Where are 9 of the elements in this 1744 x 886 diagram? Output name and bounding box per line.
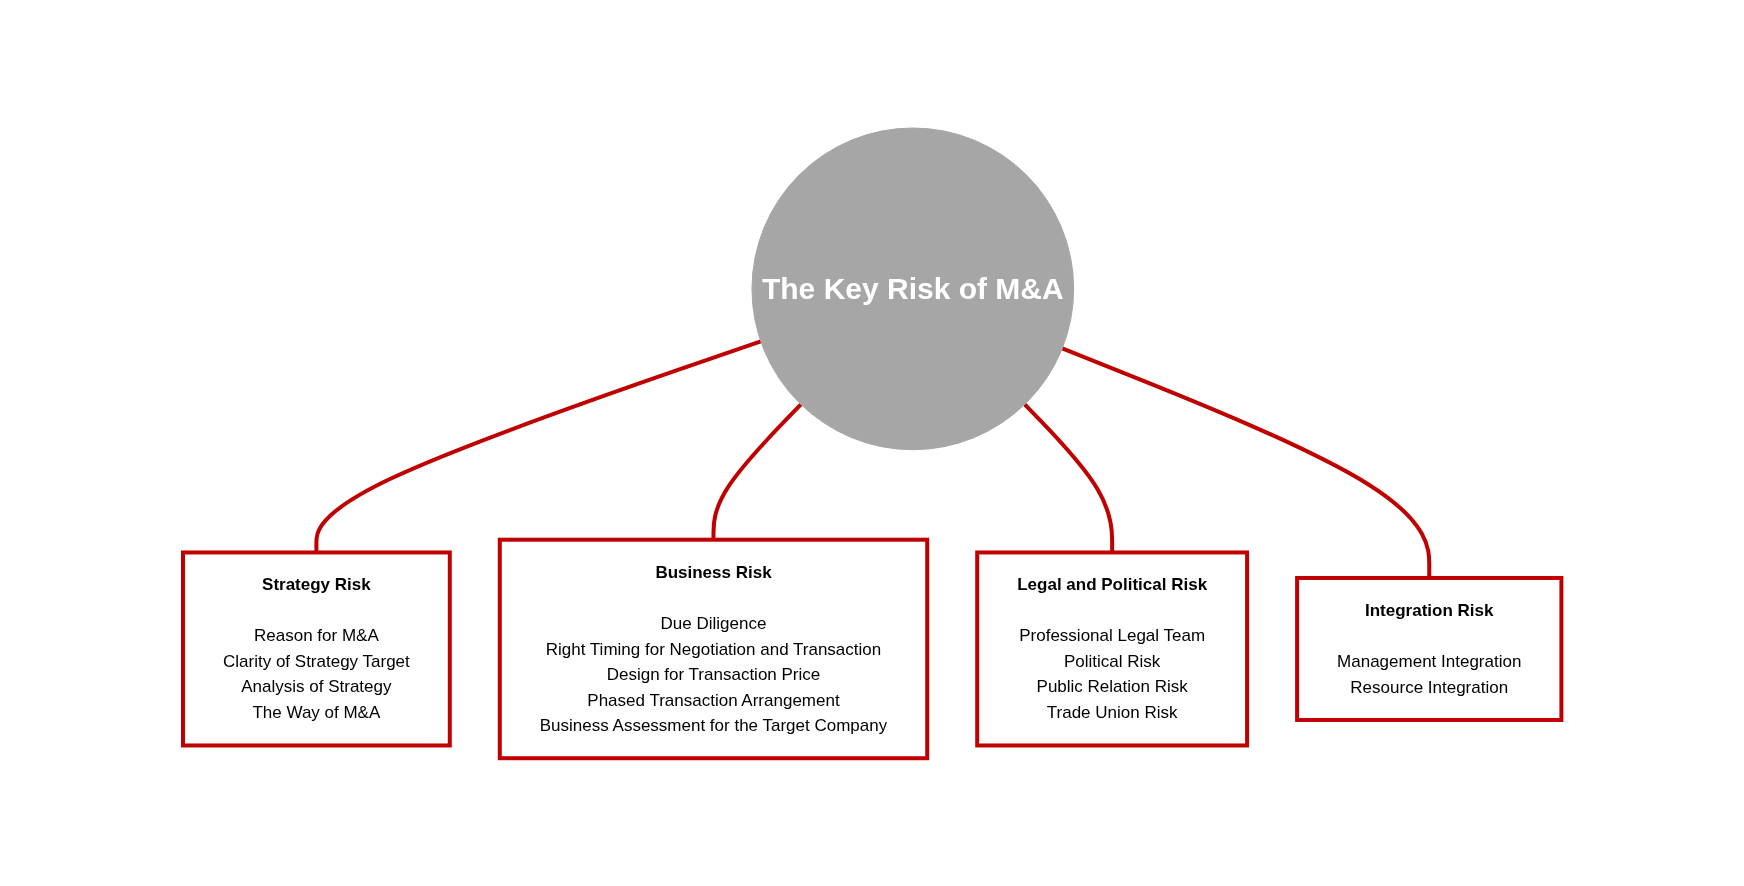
connector [314, 339, 762, 553]
node-circle: The Key Risk of M&A [751, 127, 1074, 451]
connector [1061, 346, 1432, 578]
node-box: Legal and Political Risk Professional Legal Team Political Risk Public Relation Risk Trade Union Risk [975, 550, 1249, 748]
node-box: Business Risk Due Diligence Right Timing for Negotiation and Transaction Design for Transaction Price Phased Transaction Arrangement Business Assessment for the Target Company [497, 537, 929, 761]
connector [1023, 402, 1114, 553]
node-box: Integration Risk Management Integration Resource Integration [1294, 575, 1564, 722]
connector [711, 402, 803, 540]
node-box: Strategy Risk Reason for M&A Clarity of Strategy Target Analysis of Strategy The Way of M&A [180, 550, 452, 748]
